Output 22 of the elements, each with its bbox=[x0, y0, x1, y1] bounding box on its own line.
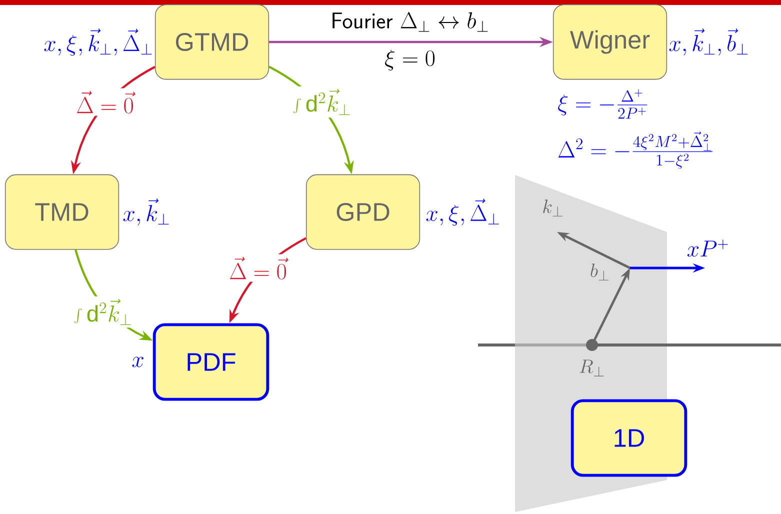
variable-label: $x, \xi, \vec{k}_\perp, \vec{\Delta}_\perp$ bbox=[44, 28, 152, 56]
function-box: 1D bbox=[570, 399, 688, 477]
vector-label: $xP^+$ bbox=[687, 240, 728, 257]
function-box: GPD bbox=[306, 174, 420, 250]
vector-label: $k_\perp$ bbox=[543, 200, 562, 216]
variable-label: $x$ bbox=[132, 356, 144, 368]
edge-label: $\int \mathrm{d}^2\vec{k}_\perp$ bbox=[71, 296, 135, 328]
edge-label: $\vec{\Delta} = \vec{0}$ bbox=[226, 254, 290, 282]
function-box: Wigner bbox=[552, 4, 668, 80]
variable-label: $x, \xi, \vec{\Delta}_\perp$ bbox=[426, 198, 499, 226]
edge-label: $\textsf{Fourier } \Delta_\perp \leftrightarrow b_\perp$ bbox=[328, 10, 492, 34]
point-label: $R_\perp$ bbox=[580, 360, 604, 376]
edge-label: $\int \mathrm{d}^2\vec{k}_\perp$ bbox=[290, 86, 354, 118]
condition-label: $\xi = 0$ bbox=[385, 50, 435, 70]
edge-label: $\vec{\Delta} = \vec{0}$ bbox=[73, 88, 137, 116]
variable-label: $x, \vec{k}_\perp$ bbox=[123, 198, 169, 226]
variable-label: $x, \vec{k}_\perp, \vec{b}_\perp$ bbox=[669, 28, 748, 56]
function-box: TMD bbox=[4, 174, 120, 250]
formula: $\Delta^2 = -\frac{4\xi^2 M^2 + \vec{\Delta}_\perp^2}{1-\xi^2}$ bbox=[558, 132, 712, 169]
function-box: PDF bbox=[152, 323, 270, 401]
vector-label: $b_\perp$ bbox=[590, 264, 609, 280]
function-box: GTMD bbox=[154, 4, 270, 80]
